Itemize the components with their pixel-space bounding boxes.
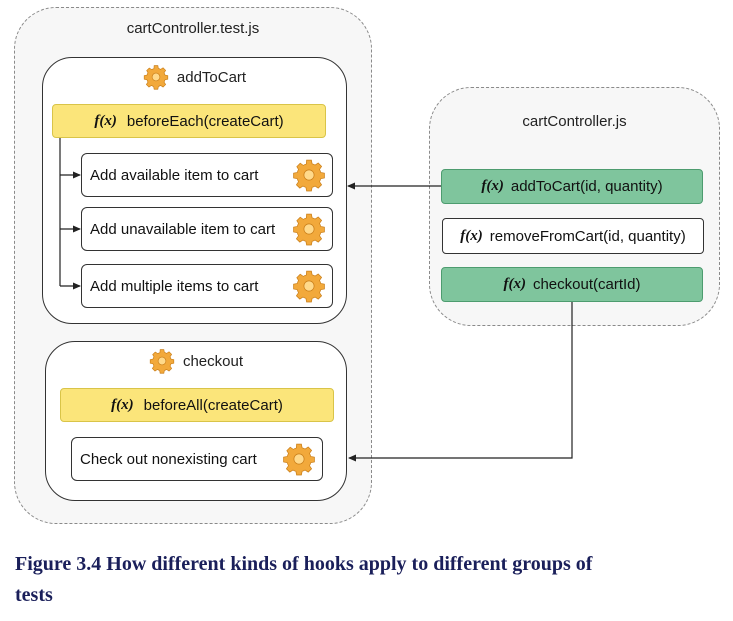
gear-icon [292,212,326,246]
function-removefromcart: f(x) removeFromCart(id, quantity) [442,218,704,254]
gear-icon [143,64,169,90]
test-case-label: Add unavailable item to cart [90,220,276,238]
test-case: Check out nonexisting cart [71,437,323,481]
function-label: checkout(cartId) [532,276,641,293]
function-icon: f(x) [94,112,117,129]
function-label: addToCart(id, quantity) [510,178,663,195]
hook-before-all: f(x) beforeAll(createCart) [60,388,334,422]
checkout-arrow [348,302,573,462]
test-case-label: Check out nonexisting cart [80,450,257,468]
test-file-title: cartController.test.js [126,20,260,37]
test-case-label: Add available item to cart [90,166,259,184]
source-file-title: cartController.js [522,113,627,130]
gear-icon [282,442,316,476]
hook-before-each: f(x) beforeEach(createCart) [52,104,326,138]
test-case-label: Add multiple items to cart [90,277,259,295]
test-case: Add multiple items to cart [81,264,333,308]
function-addtocart: f(x) addToCart(id, quantity) [441,169,703,204]
test-case: Add available item to cart [81,153,333,197]
function-label: removeFromCart(id, quantity) [489,227,686,245]
gear-icon [149,348,175,374]
figure-caption: Figure 3.4 How different kinds of hooks … [15,549,715,611]
caption-line-1: Figure 3.4 How different kinds of hooks … [15,553,593,575]
suite-addtocart-title: addToCart [176,68,247,86]
function-icon: f(x) [481,178,504,194]
suite-addtocart-header: addToCart [42,63,347,91]
function-icon: f(x) [503,276,526,292]
test-case: Add unavailable item to cart [81,207,333,251]
function-icon: f(x) [460,227,483,244]
gear-icon [292,158,326,192]
caption-line-2: tests [15,584,53,606]
hook-label: beforeAll(createCart) [143,396,283,414]
suite-checkout-title: checkout [182,352,244,370]
suite-checkout-header: checkout [45,347,347,375]
function-icon: f(x) [111,396,134,413]
gear-icon [292,269,326,303]
function-checkout: f(x) checkout(cartId) [441,267,703,302]
hook-label: beforeEach(createCart) [126,112,284,130]
